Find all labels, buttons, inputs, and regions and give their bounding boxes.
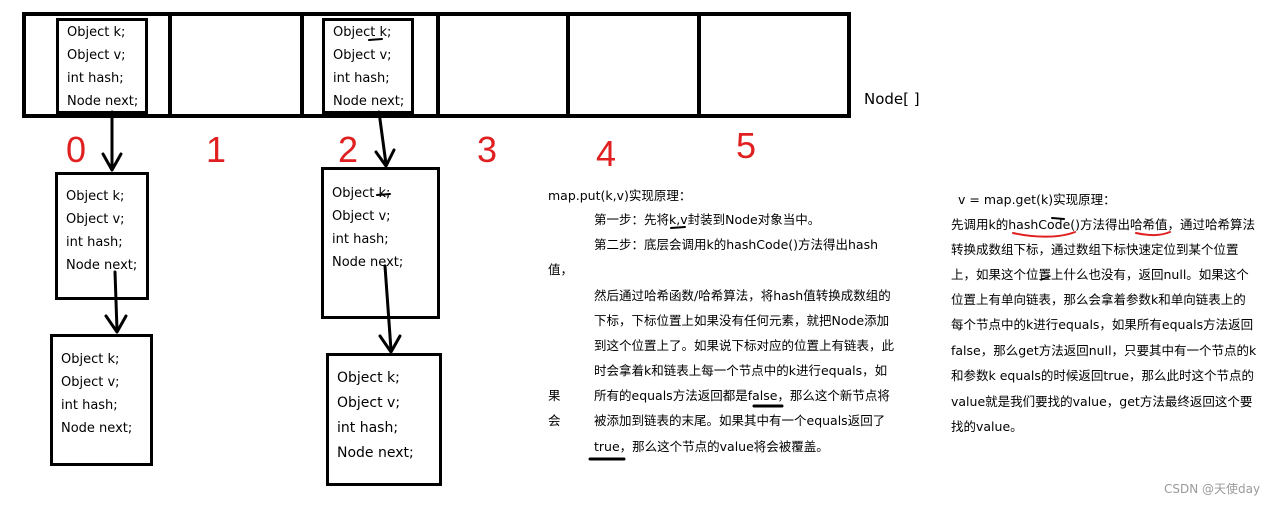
get-text-line: 转换成数组下标，通过数组下标快速定位到某个位置: [951, 242, 1239, 257]
put-side-char: 会: [548, 413, 561, 428]
chain-0-node-2: Object k; Object v; int hash; Node next;: [50, 334, 153, 466]
index-label: 4: [596, 133, 617, 174]
node-field: Node next;: [332, 255, 404, 270]
array-label: Node[ ]: [864, 90, 920, 108]
node-field: Object k;: [333, 25, 392, 40]
node-field: int hash;: [333, 71, 390, 86]
put-text-line: 到这个位置上了。如果说下标对应的位置上有链表，此: [594, 338, 895, 353]
node-field: Object k;: [337, 370, 400, 386]
watermark: CSDN @天使day: [1164, 482, 1261, 496]
bucket-0-node: Object k; Object v; int hash; Node next;: [56, 18, 148, 114]
index-label: 0: [66, 129, 87, 170]
chain-2-node-2: Object k; Object v; int hash; Node next;: [326, 353, 442, 486]
node-field: Object k;: [66, 189, 125, 204]
bucket-2-node: Object k; Object v; int hash; Node next;: [322, 18, 414, 114]
node-field: Object k;: [332, 186, 391, 201]
index-label: 1: [206, 129, 227, 170]
node-field: Node next;: [333, 94, 405, 109]
node-field: Node next;: [337, 445, 414, 461]
node-field: Node next;: [66, 258, 138, 273]
node-field: Object v;: [61, 375, 120, 390]
array-divider: [300, 12, 304, 118]
node-field: int hash;: [337, 420, 399, 436]
arrow: [377, 110, 388, 166]
array-divider: [168, 12, 172, 118]
put-text-line: 然后通过哈希函数/哈希算法，将hash值转换成数组的: [594, 288, 891, 303]
get-text-line: value就是我们要找的value，get方法最终返回这个要: [951, 394, 1253, 409]
get-text-line: 每个节点中的k进行equals，如果所有equals方法返回: [951, 317, 1254, 332]
index-label: 3: [477, 129, 498, 170]
node-field: Object v;: [66, 212, 125, 227]
get-text-line: 找的value。: [951, 419, 1023, 434]
get-title: v = map.get(k)实现原理：: [958, 192, 1116, 207]
put-text-line: 时会拿着k和链表上每一个节点中的k进行equals，如: [594, 363, 888, 378]
node-field: Object k;: [61, 352, 120, 367]
put-step2: 第二步：底层会调用k的hashCode()方法得出hash: [594, 237, 879, 252]
put-text-line: 被添加到链表的末尾。如果其中有一个equals返回了: [594, 413, 886, 428]
node-field: int hash;: [332, 232, 389, 247]
arrow-head: [378, 334, 402, 354]
node-field: int hash;: [67, 71, 124, 86]
array-divider: [566, 12, 570, 118]
get-text-line: 先调用k的hashCode()方法得出哈希值，通过哈希算法: [951, 217, 1256, 232]
get-text-line: 位置上有单向链表，那么会拿着参数k和单向链表上的: [951, 292, 1246, 307]
node-field: Object v;: [332, 209, 391, 224]
node-field: int hash;: [66, 235, 123, 250]
index-label: 5: [736, 125, 757, 166]
node-field: Node next;: [67, 94, 139, 109]
chain-2-node-1: Object k; Object v; int hash; Node next;: [321, 167, 440, 319]
put-text-line: 所有的equals方法返回都是false，那么这个新节点将: [594, 388, 890, 403]
chain-0-node-1: Object k; Object v; int hash; Node next;: [55, 172, 149, 300]
get-text-line: 和参数k equals的时候返回true，那么此时这个节点的: [951, 368, 1255, 383]
arrow-head: [104, 314, 128, 334]
arrow-head: [374, 148, 396, 168]
put-text-line: true，那么这个节点的value将会被覆盖。: [594, 439, 829, 454]
node-field: Object v;: [337, 395, 401, 411]
node-field: Node next;: [61, 421, 133, 436]
node-field: int hash;: [61, 398, 118, 413]
array-divider: [697, 12, 701, 118]
node-field: Object k;: [67, 25, 126, 40]
node-field: Object v;: [333, 48, 392, 63]
put-step1: 第一步：先将k,v封装到Node对象当中。: [594, 212, 821, 227]
put-title: map.put(k,v)实现原理：: [548, 188, 692, 203]
array-divider: [436, 12, 440, 118]
get-text-line: 上，如果这个位置上什么也没有，返回null。如果这个: [951, 267, 1249, 282]
put-step2-cont: 值，: [548, 262, 574, 277]
get-text-line: false，那么get方法返回null，只要其中有一个节点的k: [951, 343, 1257, 358]
arrow-head: [101, 152, 123, 172]
put-text-line: 下标，下标位置上如果没有任何元素，就把Node添加: [594, 313, 890, 328]
node-field: Object v;: [67, 48, 126, 63]
put-side-char: 果: [548, 388, 561, 403]
index-label: 2: [338, 129, 359, 170]
